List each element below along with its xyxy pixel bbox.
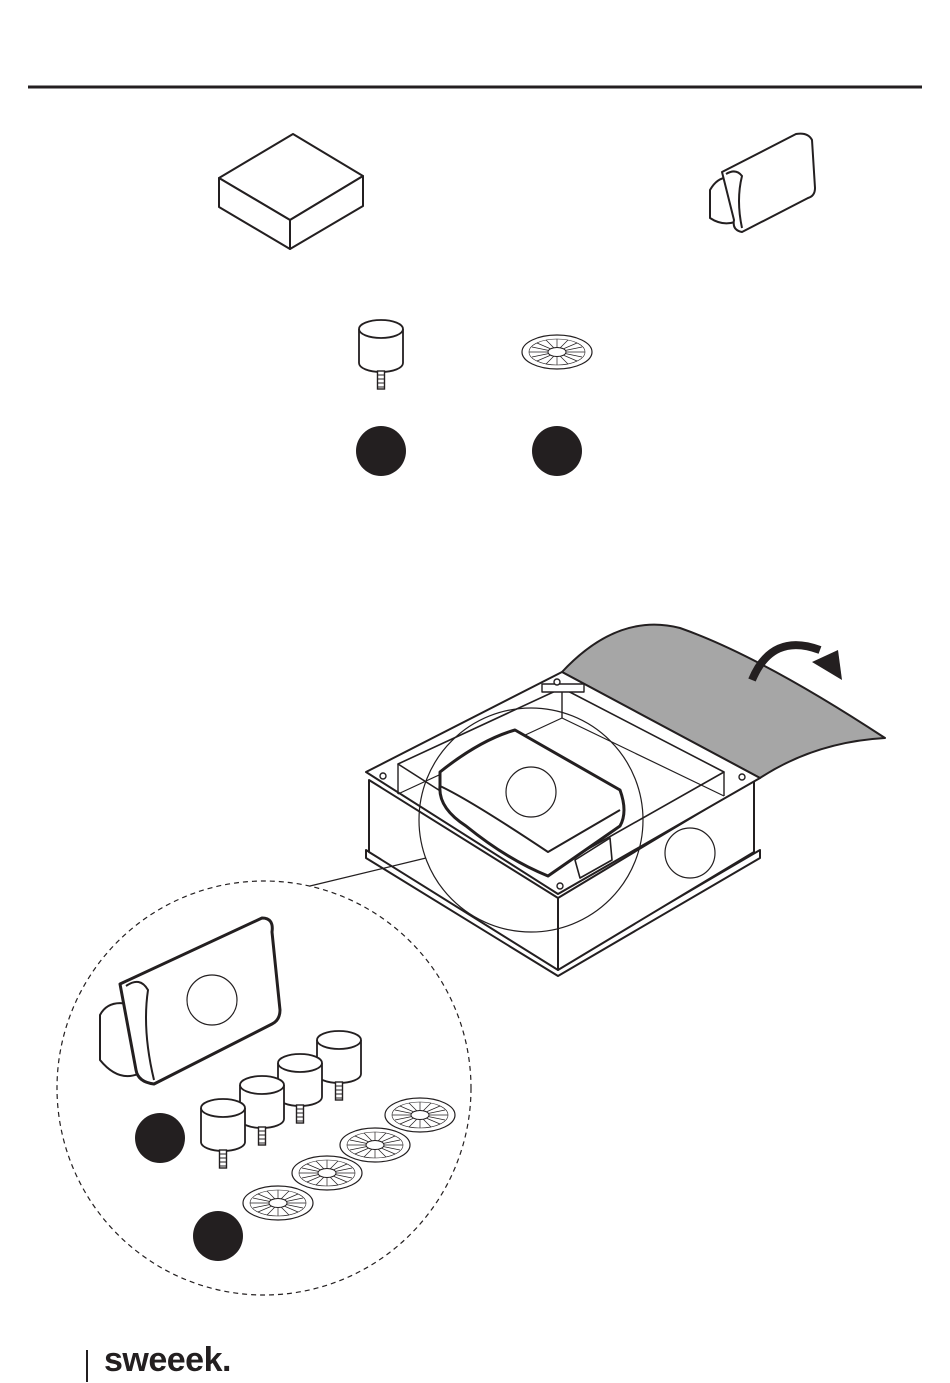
zoomed-back-cushion-icon	[100, 918, 280, 1084]
seat-cushion-icon	[219, 134, 363, 249]
zoomed-felt-pad-marker	[193, 1211, 243, 1261]
foot-screw-icon	[359, 320, 403, 389]
foot-screw-marker	[356, 426, 406, 476]
felt-pad-icon	[522, 335, 592, 369]
felt-pad-marker	[532, 426, 582, 476]
zoomed-foot-screw-icon	[201, 1031, 361, 1168]
brand-divider	[86, 1350, 88, 1382]
zoomed-foot-screw-marker	[135, 1113, 185, 1163]
open-box-illustration	[366, 625, 885, 976]
brand-logo: sweeek.	[104, 1340, 231, 1380]
back-cushion-icon	[710, 134, 815, 232]
